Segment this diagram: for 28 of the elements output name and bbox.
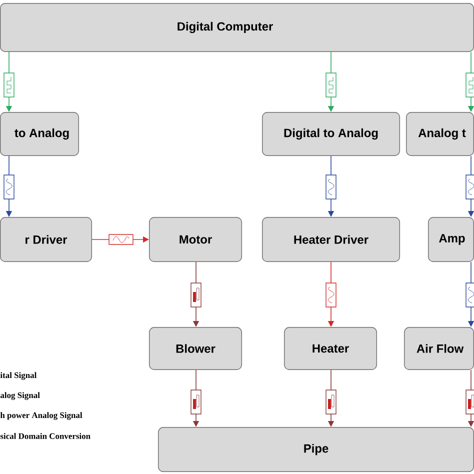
process-box xyxy=(262,217,400,262)
legend-text: ital Signal xyxy=(0,372,37,380)
box-label: Digital Computer xyxy=(178,22,273,34)
legend-text: alog Signal xyxy=(0,392,40,400)
process-box xyxy=(428,217,474,262)
box-label: Heater Driver xyxy=(294,235,368,244)
box-label: Digital to Analog xyxy=(284,128,378,140)
box-label: Analog t xyxy=(418,128,466,140)
box-label: Amp xyxy=(439,234,465,245)
legend-text: h power Analog Signal xyxy=(0,412,82,420)
process-box xyxy=(0,112,79,156)
process-box xyxy=(149,217,242,262)
box-label: Motor xyxy=(180,235,212,244)
pipe-box xyxy=(158,427,474,472)
box-label: to Analog xyxy=(14,128,69,140)
process-box xyxy=(262,112,400,156)
process-box xyxy=(284,327,378,370)
box-label: Pipe xyxy=(304,444,328,456)
process-box xyxy=(0,217,92,262)
box-label: Heater xyxy=(312,344,349,353)
legend-text: sical Domain Conversion xyxy=(0,433,90,439)
process-box xyxy=(149,327,242,370)
computer-box xyxy=(0,3,474,52)
process-box xyxy=(406,112,474,156)
box-label: Air Flow xyxy=(416,344,464,353)
box-label: Blower xyxy=(176,344,216,353)
process-box xyxy=(404,327,474,370)
box-label: r Driver xyxy=(26,235,68,244)
